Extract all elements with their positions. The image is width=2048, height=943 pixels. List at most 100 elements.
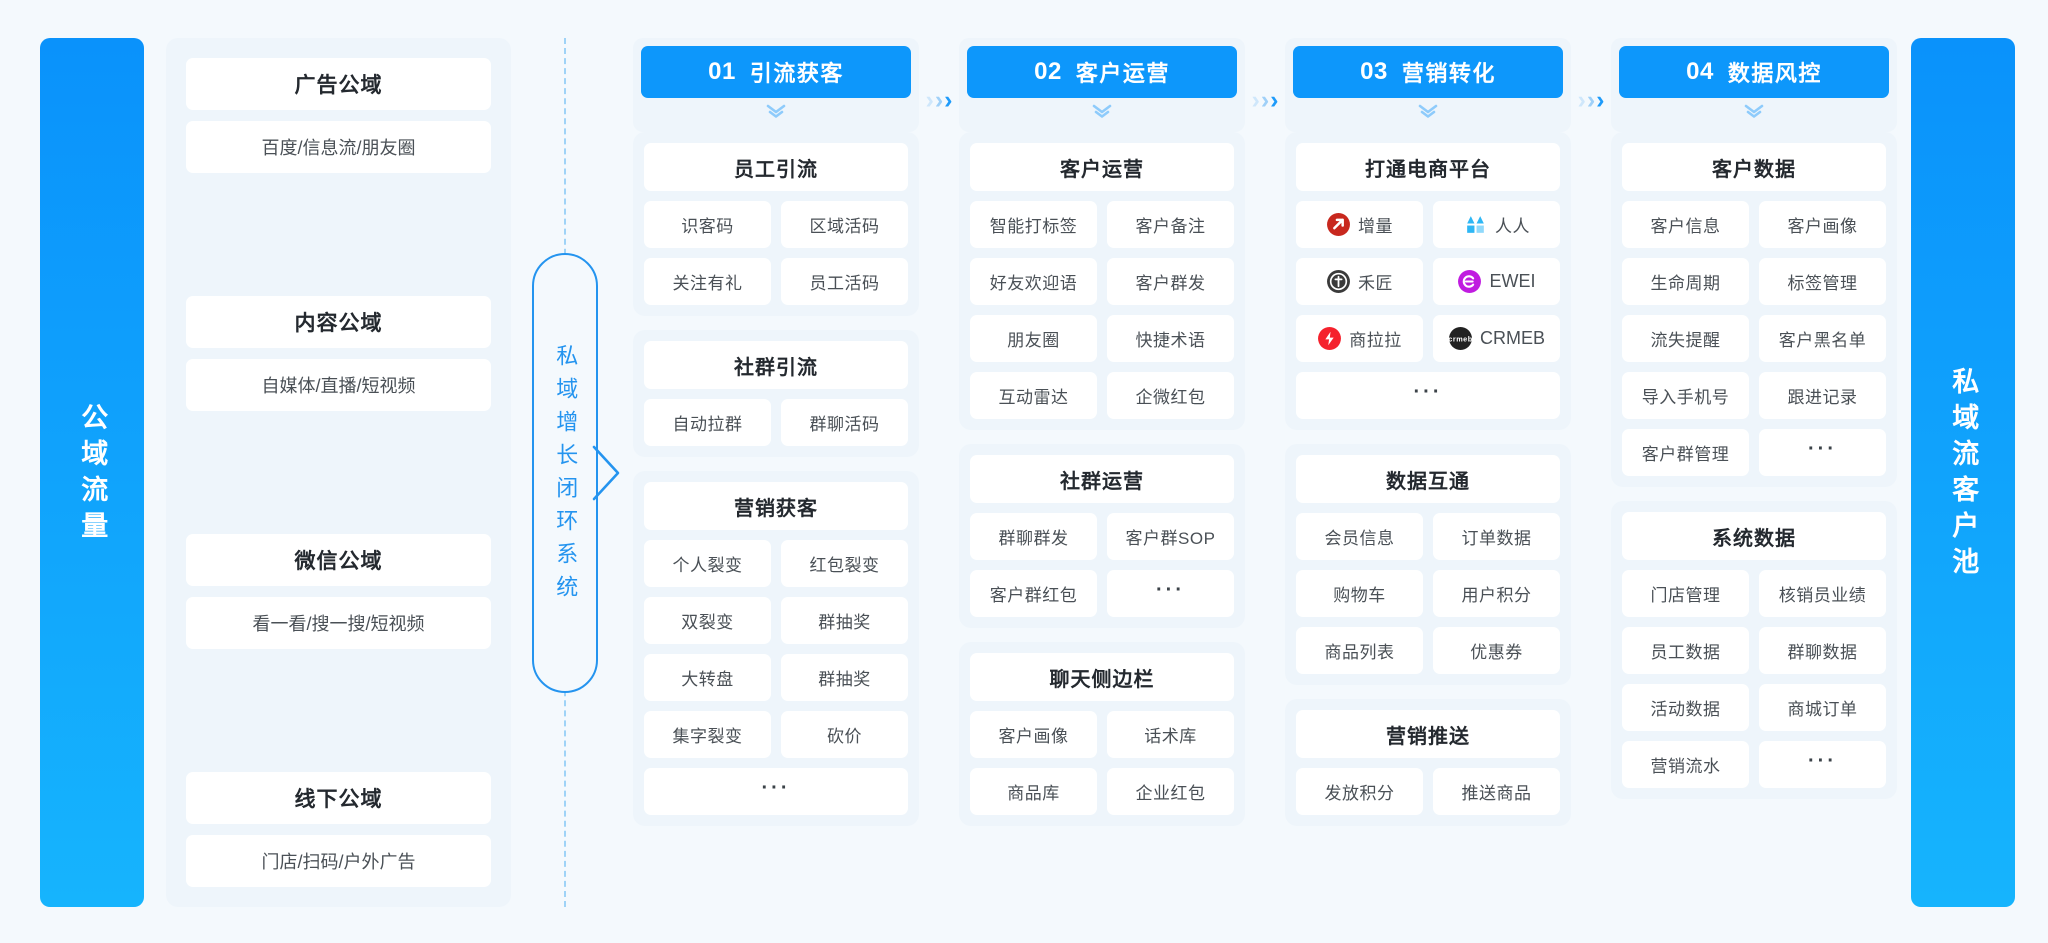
platform-item[interactable]: EWEI (1433, 258, 1560, 305)
feature-item[interactable]: 营销流水 (1622, 741, 1749, 788)
platform-item[interactable]: 人人 (1433, 201, 1560, 248)
feature-item[interactable]: 关注有礼 (644, 258, 771, 305)
feature-item[interactable]: 优惠券 (1433, 627, 1560, 674)
feature-item[interactable]: 客户群SOP (1107, 513, 1234, 560)
more-items-indicator: ··· (1107, 570, 1234, 617)
feature-item[interactable]: 话术库 (1107, 711, 1234, 758)
feature-item[interactable]: 群抽奖 (781, 654, 908, 701)
public-domain-group-channels: 百度/信息流/朋友圈 (186, 121, 491, 173)
platform-item-label: 商拉拉 (1349, 331, 1402, 350)
feature-item[interactable]: 识客码 (644, 201, 771, 248)
feature-grid: 客户画像话术库商品库企业红包 (970, 711, 1234, 815)
stage-separator-chevron-icon: ››› (1571, 38, 1611, 113)
feature-item[interactable]: 集字裂变 (644, 711, 771, 758)
platform-item[interactable]: 增量 (1296, 201, 1423, 248)
chevron-right-icon: › (944, 86, 953, 114)
feature-item[interactable]: 区域活码 (781, 201, 908, 248)
feature-item[interactable]: 好友欢迎语 (970, 258, 1097, 305)
feature-section-title: 聊天侧边栏 (970, 653, 1234, 701)
public-traffic-label: 公域流量 (77, 403, 108, 547)
feature-item[interactable]: 生命周期 (1622, 258, 1749, 305)
feature-item[interactable]: 个人裂变 (644, 540, 771, 587)
feature-item[interactable]: 群抽奖 (781, 597, 908, 644)
feature-item[interactable]: 门店管理 (1622, 570, 1749, 617)
feature-item[interactable]: 群聊数据 (1759, 627, 1886, 674)
private-pool-label: 私域流客户池 (1948, 367, 1979, 583)
feature-item[interactable]: 核销员业绩 (1759, 570, 1886, 617)
public-domain-group: 广告公域百度/信息流/朋友圈 (186, 52, 491, 179)
feature-item[interactable]: 群聊活码 (781, 399, 908, 446)
feature-item[interactable]: 群聊群发 (970, 513, 1097, 560)
public-domain-group-channels: 自媒体/直播/短视频 (186, 359, 491, 411)
feature-item[interactable]: 自动拉群 (644, 399, 771, 446)
feature-item[interactable]: 客户群管理 (1622, 429, 1749, 476)
public-domain-group-title: 微信公域 (186, 534, 491, 586)
platform-item[interactable]: 禾匠 (1296, 258, 1423, 305)
platform-item[interactable]: 商拉拉 (1296, 315, 1423, 362)
feature-section: 客户运营智能打标签客户备注好友欢迎语客户群发朋友圈快捷术语互动雷达企微红包 (959, 132, 1245, 430)
feature-item[interactable]: 客户画像 (970, 711, 1097, 758)
feature-item[interactable]: 朋友圈 (970, 315, 1097, 362)
feature-item[interactable]: 发放积分 (1296, 768, 1423, 815)
feature-item[interactable]: 会员信息 (1296, 513, 1423, 560)
feature-item[interactable]: 导入手机号 (1622, 372, 1749, 419)
platform-item-label: 增量 (1358, 217, 1393, 236)
feature-section: 员工引流识客码区域活码关注有礼员工活码 (633, 132, 919, 316)
feature-item[interactable]: 跟进记录 (1759, 372, 1886, 419)
feature-item[interactable]: 客户备注 (1107, 201, 1234, 248)
feature-item[interactable]: 企微红包 (1107, 372, 1234, 419)
feature-item[interactable]: 客户信息 (1622, 201, 1749, 248)
feature-section-title: 员工引流 (644, 143, 908, 191)
chevron-down-icon (641, 98, 911, 124)
feature-item[interactable]: 客户画像 (1759, 201, 1886, 248)
feature-grid: 个人裂变红包裂变双裂变群抽奖大转盘群抽奖集字裂变砍价 (644, 540, 908, 758)
stage-number: 02 (1034, 58, 1062, 85)
feature-item[interactable]: 商品列表 (1296, 627, 1423, 674)
private-pool-bar: 私域流客户池 (1911, 38, 2015, 907)
feature-item[interactable]: 客户黑名单 (1759, 315, 1886, 362)
feature-item[interactable]: 企业红包 (1107, 768, 1234, 815)
feature-section-title: 营销获客 (644, 482, 908, 530)
more-items-indicator: ··· (1296, 372, 1560, 419)
public-domain-group: 微信公域看一看/搜一搜/短视频 (186, 528, 491, 655)
feature-item[interactable]: 大转盘 (644, 654, 771, 701)
feature-item[interactable]: 砍价 (781, 711, 908, 758)
chevron-down-icon (1619, 98, 1889, 124)
feature-item[interactable]: 标签管理 (1759, 258, 1886, 305)
feature-item[interactable]: 商城订单 (1759, 684, 1886, 731)
feature-item[interactable]: 购物车 (1296, 570, 1423, 617)
platform-item-label: EWEI (1489, 271, 1536, 291)
feature-item[interactable]: 订单数据 (1433, 513, 1560, 560)
feature-item[interactable]: 员工活码 (781, 258, 908, 305)
chevron-down-icon (1293, 98, 1563, 124)
feature-item[interactable]: 员工数据 (1622, 627, 1749, 674)
feature-item[interactable]: 客户群发 (1107, 258, 1234, 305)
hejiang-logo (1327, 270, 1350, 293)
stage-separator-chevron-icon: ››› (919, 38, 959, 113)
feature-item[interactable]: 用户积分 (1433, 570, 1560, 617)
more-items-indicator: ··· (1759, 741, 1886, 788)
feature-item[interactable]: 推送商品 (1433, 768, 1560, 815)
center-connector: 私域增长闭环系统 (511, 38, 620, 907)
private-growth-label: 私域增长闭环系统 (553, 343, 579, 608)
feature-item[interactable]: 智能打标签 (970, 201, 1097, 248)
feature-item[interactable]: 活动数据 (1622, 684, 1749, 731)
feature-item[interactable]: 双裂变 (644, 597, 771, 644)
feature-item[interactable]: 快捷术语 (1107, 315, 1234, 362)
zengliang-logo (1327, 213, 1350, 236)
feature-item[interactable]: 客户群红包 (970, 570, 1097, 617)
feature-item[interactable]: 红包裂变 (781, 540, 908, 587)
feature-item[interactable]: 商品库 (970, 768, 1097, 815)
feature-item[interactable]: 流失提醒 (1622, 315, 1749, 362)
feature-item[interactable]: 互动雷达 (970, 372, 1097, 419)
public-domain-group-channels: 门店/扫码/户外广告 (186, 835, 491, 887)
